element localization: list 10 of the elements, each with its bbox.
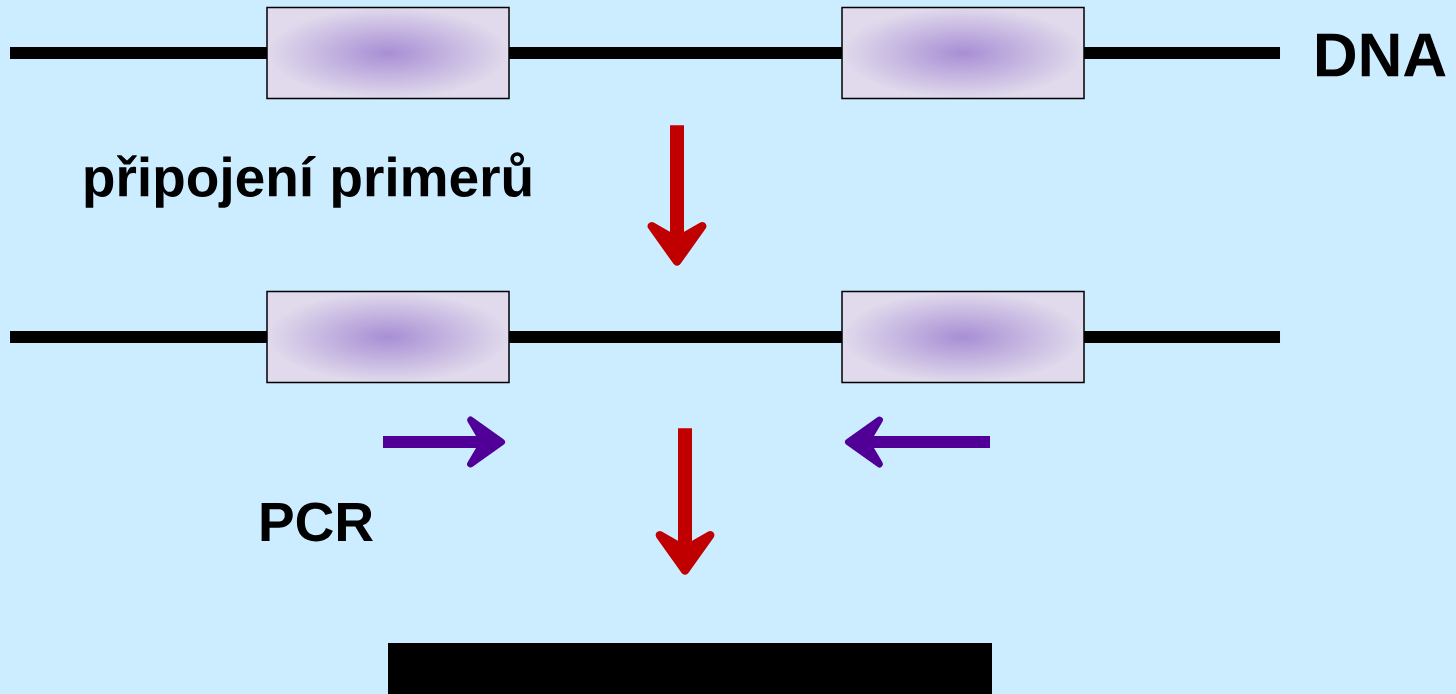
strand-label: DNA — [1317, 33, 1446, 77]
gene-region-box — [841, 290, 1085, 384]
arrow — [647, 125, 707, 266]
arrow — [655, 428, 715, 575]
step-label: PCR — [261, 502, 373, 542]
gene-region-box — [266, 290, 510, 384]
gene-region-box — [266, 6, 510, 100]
step-label: připojení primerů — [85, 152, 531, 208]
gene-region-box — [841, 6, 1085, 100]
dna-strand — [388, 643, 992, 694]
